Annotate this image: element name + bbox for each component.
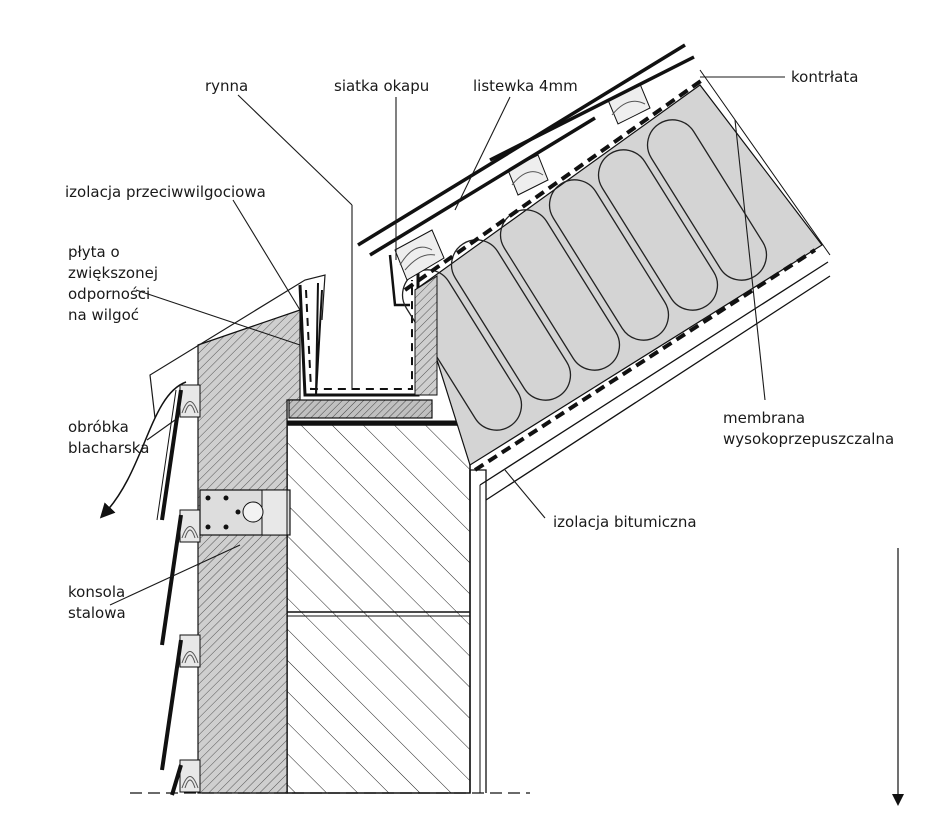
label-konsola-line2: stalowa: [68, 604, 126, 622]
label-obrobka-line1: obróbka: [68, 418, 129, 436]
label-izolacja-przeciwwilgociowa: izolacja przeciwwilgociowa: [65, 183, 266, 201]
airflow-arrow: [99, 381, 187, 519]
membrane-top: [403, 76, 707, 292]
label-membrana-line2: wysokoprzepuszczalna: [723, 430, 894, 448]
gutter-support-beam: [288, 399, 433, 419]
label-izolacja-bitumiczna: izolacja bitumiczna: [553, 513, 697, 531]
label-konsola-line1: konsola: [68, 583, 125, 601]
label-plyta-line3: odporności: [68, 285, 150, 303]
gutter: [298, 254, 420, 397]
label-rynna: rynna: [205, 77, 248, 95]
masonry-wall: [286, 424, 471, 794]
roof-tiles: [357, 43, 831, 257]
label-siatka-okapu: siatka okapu: [334, 77, 429, 95]
label-membrana-line1: membrana: [723, 409, 805, 427]
bitumen-insulation-line: [473, 248, 817, 472]
label-plyta-line4: na wilgoć: [68, 306, 139, 324]
roof-battens: [394, 83, 651, 281]
rafter-end: [414, 275, 438, 396]
label-listewka: listewka 4mm: [473, 77, 578, 95]
roof-insulation: [401, 84, 823, 466]
moisture-board: [197, 309, 301, 794]
label-kontrlata: kontrłata: [791, 68, 858, 86]
eaves-flashing: [149, 274, 326, 419]
leader-lines: [109, 76, 785, 606]
label-plyta-line2: zwiększonej: [68, 264, 158, 282]
soffit: [469, 261, 831, 793]
facade-cladding: [156, 389, 183, 796]
label-obrobka-line2: blacharska: [68, 439, 149, 457]
label-plyta-line1: płyta o: [68, 243, 120, 261]
wall-battens: [179, 384, 201, 793]
steel-bracket: [199, 489, 291, 536]
